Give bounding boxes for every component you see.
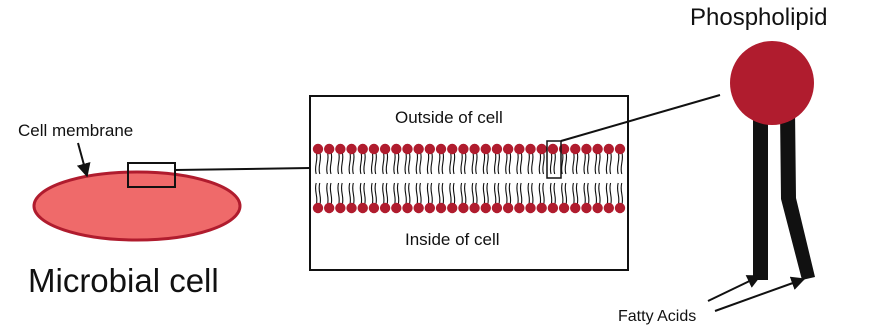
lipid-head-inner bbox=[514, 203, 524, 213]
lipid-head-inner bbox=[581, 203, 591, 213]
lipid-head-outer bbox=[581, 144, 591, 154]
lipid-head-inner bbox=[503, 203, 513, 213]
lipid-head-outer bbox=[413, 144, 423, 154]
lipid-head-inner bbox=[492, 203, 502, 213]
lipid-head-inner bbox=[436, 203, 446, 213]
lipid-head-inner bbox=[559, 203, 569, 213]
lipid-head-outer bbox=[604, 144, 614, 154]
lipid-head-outer bbox=[380, 144, 390, 154]
lipid-head-outer bbox=[346, 144, 356, 154]
lipid-head-inner bbox=[615, 203, 625, 213]
lipid-head-inner bbox=[525, 203, 535, 213]
phospholipid-head-large bbox=[730, 41, 814, 125]
fatty-acid-tail-left bbox=[753, 110, 768, 280]
lipid-head-outer bbox=[503, 144, 513, 154]
cell-membrane-label: Cell membrane bbox=[18, 121, 133, 141]
fatty-acid-tail-right bbox=[780, 110, 815, 280]
lipid-head-outer bbox=[514, 144, 524, 154]
lipid-head-inner bbox=[592, 203, 602, 213]
lipid-head-inner bbox=[425, 203, 435, 213]
lipid-head-outer bbox=[391, 144, 401, 154]
lipid-head-inner bbox=[537, 203, 547, 213]
lipid-head-outer bbox=[525, 144, 535, 154]
lipid-head-inner bbox=[481, 203, 491, 213]
lipid-head-inner bbox=[469, 203, 479, 213]
lipid-head-outer bbox=[469, 144, 479, 154]
lipid-head-outer bbox=[335, 144, 345, 154]
lipid-head-inner bbox=[391, 203, 401, 213]
microbial-cell-shape bbox=[34, 172, 240, 240]
lipid-head-outer bbox=[425, 144, 435, 154]
lipid-head-outer bbox=[324, 144, 334, 154]
cell-zoom-connector bbox=[175, 168, 310, 170]
lipid-head-inner bbox=[313, 203, 323, 213]
lipid-head-inner bbox=[413, 203, 423, 213]
lipid-head-inner bbox=[380, 203, 390, 213]
lipid-head-inner bbox=[335, 203, 345, 213]
lipid-head-outer bbox=[548, 144, 558, 154]
lipid-head-inner bbox=[548, 203, 558, 213]
lipid-head-inner bbox=[604, 203, 614, 213]
lipid-head-outer bbox=[447, 144, 457, 154]
lipid-head-inner bbox=[458, 203, 468, 213]
lipid-head-outer bbox=[592, 144, 602, 154]
lipid-head-outer bbox=[458, 144, 468, 154]
lipid-head-inner bbox=[570, 203, 580, 213]
phospholipid-label: Phospholipid bbox=[690, 4, 827, 32]
lipid-head-inner bbox=[346, 203, 356, 213]
lipid-head-outer bbox=[313, 144, 323, 154]
fatty-acid-arrow-right bbox=[715, 279, 804, 311]
lipid-head-outer bbox=[369, 144, 379, 154]
cell-membrane-arrow bbox=[78, 143, 87, 176]
lipid-head-outer bbox=[537, 144, 547, 154]
lipid-head-inner bbox=[447, 203, 457, 213]
lipid-head-outer bbox=[492, 144, 502, 154]
outside-of-cell-label: Outside of cell bbox=[395, 108, 503, 128]
inside-of-cell-label: Inside of cell bbox=[405, 230, 500, 250]
lipid-head-inner bbox=[358, 203, 368, 213]
lipid-head-outer bbox=[570, 144, 580, 154]
microbial-cell-label: Microbial cell bbox=[28, 262, 219, 300]
fatty-acids-label: Fatty Acids bbox=[618, 308, 696, 326]
lipid-head-inner bbox=[369, 203, 379, 213]
lipid-head-outer bbox=[615, 144, 625, 154]
lipid-head-inner bbox=[402, 203, 412, 213]
lipid-head-outer bbox=[436, 144, 446, 154]
lipid-head-inner bbox=[324, 203, 334, 213]
lipid-head-outer bbox=[358, 144, 368, 154]
lipid-head-outer bbox=[481, 144, 491, 154]
lipid-head-outer bbox=[402, 144, 412, 154]
